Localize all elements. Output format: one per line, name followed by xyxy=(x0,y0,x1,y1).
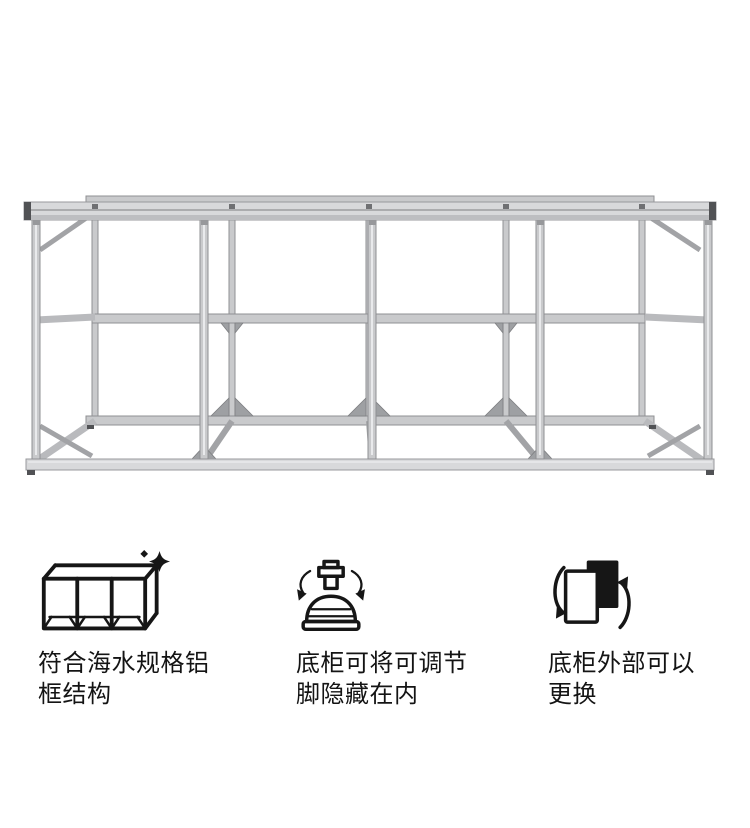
front-structure xyxy=(23,201,717,475)
connector-tick xyxy=(503,204,509,209)
gusset xyxy=(220,322,230,335)
gusset xyxy=(347,397,367,417)
gusset xyxy=(234,397,254,417)
side-mid-rail xyxy=(35,313,96,324)
feature-icon-wrap xyxy=(296,550,541,638)
feature-caption: 底柜外部可以 更换 xyxy=(548,648,750,710)
caption-line: 脚隐藏在内 xyxy=(296,681,419,708)
joint-block xyxy=(33,220,40,225)
caption-line: 框结构 xyxy=(38,681,112,708)
foot-cap xyxy=(706,470,714,475)
gusset xyxy=(508,322,518,335)
caption-line: 底柜外部可以 xyxy=(548,650,695,677)
caption-line: 更换 xyxy=(548,681,597,708)
swap-arrow-right xyxy=(618,581,631,630)
corner-brace xyxy=(646,423,702,459)
connector-tick xyxy=(366,204,372,209)
gusset xyxy=(234,322,244,335)
caption-line: 底柜可将可调节 xyxy=(296,650,468,677)
frame-structure-sparkle-icon xyxy=(41,550,171,631)
side-mid-rail xyxy=(644,313,709,324)
feature-frame-structure: 符合海水规格铝 框结构 xyxy=(38,550,283,710)
adjustable-foot-rotation-icon xyxy=(297,559,365,632)
joint-block xyxy=(369,220,376,225)
feature-adjustable-foot: 底柜可将可调节 脚隐藏在内 xyxy=(296,550,541,710)
front-panel xyxy=(563,569,600,624)
joint-block xyxy=(705,220,712,225)
foot-cap xyxy=(87,425,94,429)
joint-block xyxy=(537,220,544,225)
rotate-arrow-left xyxy=(299,569,312,594)
bottom-frame xyxy=(33,418,707,465)
gusset xyxy=(484,397,504,417)
feature-caption: 符合海水规格铝 框结构 xyxy=(38,648,283,710)
top-rail-lower-strip xyxy=(24,215,716,220)
caption-line: 符合海水规格铝 xyxy=(38,650,210,677)
foot-cap xyxy=(27,470,35,475)
feature-icon-wrap xyxy=(548,550,750,638)
rail-end-cap xyxy=(709,202,716,220)
gusset xyxy=(494,322,504,335)
rail-end-cap xyxy=(24,202,31,220)
rotate-arrow-right xyxy=(350,569,363,594)
connector-tick xyxy=(229,204,235,209)
replaceable-panel-swap-icon xyxy=(553,560,631,630)
joint-block xyxy=(201,220,208,225)
gusset xyxy=(508,397,528,417)
swap-arrow-left xyxy=(553,565,566,614)
sparkle-dot-icon xyxy=(140,550,149,558)
connector-tick xyxy=(92,204,98,209)
feature-replaceable-panel: 底柜外部可以 更换 xyxy=(548,550,750,710)
sparkle-star-icon xyxy=(149,550,171,572)
gusset xyxy=(210,397,230,417)
foot-cap xyxy=(649,425,656,429)
front-bottom-rail xyxy=(25,458,715,471)
feature-icon-wrap xyxy=(38,550,283,638)
corner-brace xyxy=(38,423,94,459)
connector-tick xyxy=(639,204,645,209)
feature-caption: 底柜可将可调节 脚隐藏在内 xyxy=(296,648,541,710)
aluminum-frame-illustration xyxy=(23,195,717,475)
